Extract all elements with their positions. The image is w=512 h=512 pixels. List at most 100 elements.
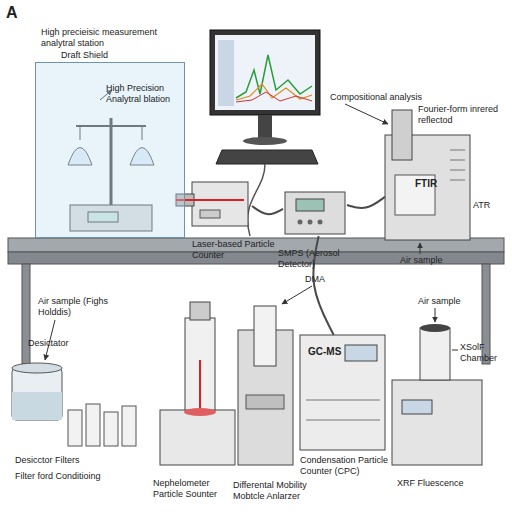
ftir-drawing [450,180,465,181]
gcms-drawing [345,345,377,361]
desiccator-drawing [12,363,136,446]
balance-drawing [70,205,152,231]
nephelometer-drawing [190,302,210,320]
instrument-label: Filter ford Conditioing [15,471,115,482]
callout-label: Desictator [28,338,98,349]
balance-drawing [142,126,143,140]
gc-ms-instrument: GC-MSCondensation Particle Counter (CPC) [300,335,385,450]
instrument-label: Nephelometer Particle Sounter [153,478,238,499]
leader-line [100,90,112,100]
lab-bench [482,264,490,364]
instrument-label: Laser-based Particle Counter [192,239,277,260]
ftir-drawing [392,110,412,160]
leader-line [45,320,55,360]
xrf-drawing [392,324,482,465]
leader-line [435,308,436,322]
leader-line [420,243,421,254]
computer-monitor [236,55,312,98]
computer-monitor [243,137,287,145]
instrument-label: XSolF Chamber [460,342,504,363]
callout-label: Compositional analysis [330,92,440,103]
gcms-drawing [300,335,385,450]
xrf-drawing [420,324,450,332]
smps-drawing [296,199,324,211]
leader-line [282,286,312,304]
instrument-label: Desicctor Filters [15,455,145,466]
ftir-drawing [450,170,465,171]
instrument-label: ATR [473,200,499,211]
sample-tube [313,236,333,335]
sample-tube [347,197,385,208]
balance-drawing [80,126,81,140]
computer-monitor [248,164,265,236]
sample-tube [252,206,283,214]
computer-monitor [216,150,318,164]
panel-letter: A [6,4,26,22]
gcms-drawing [306,400,380,401]
desiccator-drawing [104,412,118,446]
balance-drawing [68,148,92,166]
computer-monitor [210,30,320,115]
particle-counter-drawing [200,210,220,218]
desiccator-drawing [122,406,136,446]
xrf-drawing [402,400,432,414]
instrument-label: High Precision Analytral blation [106,83,171,104]
desiccator-drawing [12,363,62,373]
leader-line [45,90,458,360]
desiccator-drawing [12,392,62,420]
smps-instrument: SMPS (Aerosol Detector) [283,188,347,236]
smps-drawing [318,220,323,225]
smps-drawing [298,220,303,225]
balance-drawing [130,148,154,166]
nephelometer-drawing [184,408,216,416]
xrf-drawing [420,328,450,380]
computer-monitor [215,35,315,110]
ftir-drawing [395,175,435,215]
nephelometer: Nephelometer Particle Sounter [158,300,236,468]
nephelometer-drawing [160,302,235,465]
callout-label: DMA [305,274,345,285]
instrument-label: XRF Fluescence [397,478,487,489]
lab-bench [8,252,504,264]
particle-counter-drawing [176,199,244,201]
smps-drawing [285,192,345,234]
computer-monitor [236,92,312,102]
xrf-instrument: XSolF ChamberXRF Fluescence [392,320,482,468]
smps-drawing [308,220,313,225]
lab-bench [22,264,30,364]
particle-counter-drawing [192,182,248,226]
ftir-drawing [450,160,465,161]
gcms-drawing [306,420,380,421]
callout-label: Air sample [400,255,470,266]
nephelometer-drawing [160,410,235,465]
callout-label: Fourier-form inrered reflectod [418,104,510,125]
balance-drawing [76,125,146,127]
xrf-drawing [392,380,482,465]
desiccator-drawing [12,368,62,420]
analytical-balance: High Precision Analytral blation [63,79,163,234]
balance-drawing [88,212,118,222]
balance-drawing [110,118,113,205]
desiccator-drawing [86,404,100,446]
callout-label: Air sample (Fighs Holddis) [38,296,118,317]
gcms-drawing [300,335,385,450]
instrument-label: SMPS (Aerosol Detector) [278,248,368,269]
desiccator-drawing [68,410,82,446]
leader-line [452,350,458,351]
smps-drawing [285,192,345,234]
computer-monitor [218,40,234,106]
instrument-label: High precieisic measurement analytral st… [41,27,191,48]
instrument-label: FTIR [415,179,455,190]
dma-drawing [246,395,284,409]
nephelometer-drawing [185,318,215,410]
desiccator-filters: Desicctor FiltersFilter ford Conditioing [10,360,145,452]
callout-label: Air sample [418,296,488,307]
balance-drawing [68,118,154,231]
instrument-label: Condensation Particle Counter (CPC) [300,455,396,476]
nephelometer-drawing [199,360,201,410]
instrument-label: Draft Shield [61,50,141,61]
computer-monitor [258,115,272,139]
instrument-label: GC-MS [308,347,348,358]
